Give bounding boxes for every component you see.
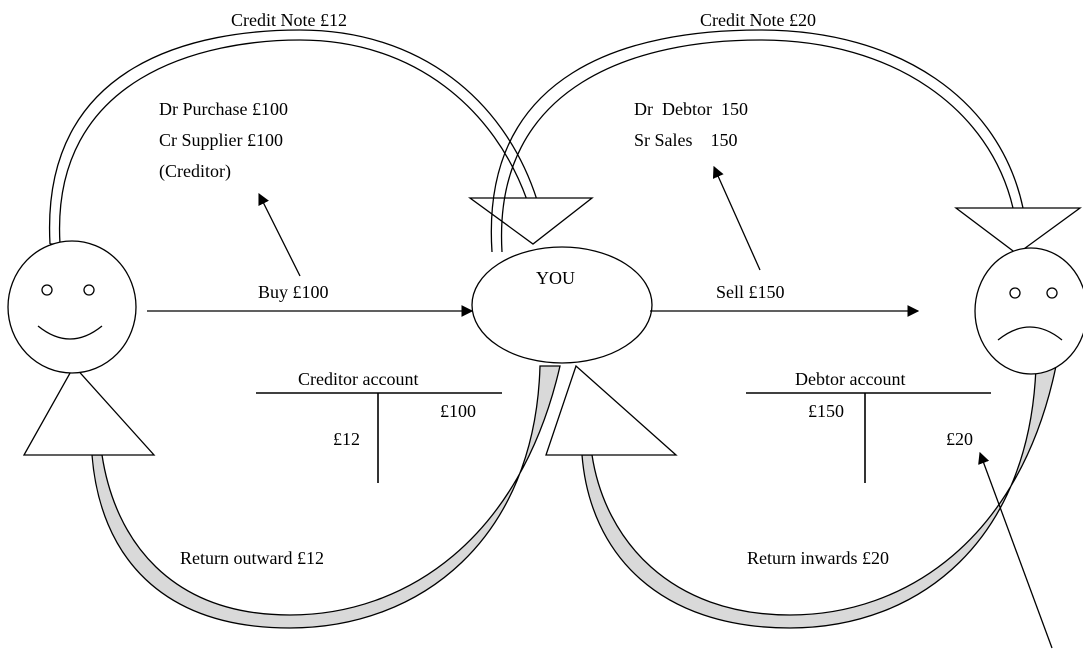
pointer-arrow-sales: [712, 165, 761, 271]
creditor-account-title: Creditor account: [298, 369, 419, 389]
credit-note-arc-left: [49, 29, 538, 245]
you-label: YOU: [536, 268, 575, 288]
debtor-account-title: Debtor account: [795, 369, 906, 389]
entry-left-line1: Dr Purchase £100: [159, 99, 288, 119]
entry-right-line2: Sr Sales 150: [634, 130, 738, 150]
creditor-t-account: [256, 392, 502, 483]
return-inwards-label: Return inwards £20: [747, 548, 889, 568]
entry-right-line1: Dr Debtor 150: [634, 99, 748, 119]
creditor-account-credit: £100: [440, 401, 476, 421]
arrowhead-down-left: [468, 197, 594, 245]
arrowhead-up-right: [545, 364, 678, 456]
buy-label: Buy £100: [258, 282, 329, 302]
debtor-account-credit: £20: [946, 429, 973, 449]
debtor-account-debit: £150: [808, 401, 844, 421]
credit-note-right-label: Credit Note £20: [700, 10, 816, 30]
arrowhead-down-right: [954, 207, 1082, 255]
pointer-arrow-debtor-credit: [978, 451, 1053, 649]
entry-left-line3: (Creditor): [159, 161, 231, 181]
customer-sad-face: [974, 247, 1083, 375]
debtor-t-account: [746, 392, 991, 483]
return-outward-arc: [91, 365, 561, 629]
return-outward-label: Return outward £12: [180, 548, 324, 568]
you-ellipse: [471, 246, 653, 364]
credit-note-arc-right: [490, 29, 1024, 253]
credit-note-left-label: Credit Note £12: [231, 10, 347, 30]
arrowhead-up-left: [22, 364, 156, 456]
sell-label: Sell £150: [716, 282, 785, 302]
entry-left-line2: Cr Supplier £100: [159, 130, 283, 150]
creditor-account-debit: £12: [333, 429, 360, 449]
supplier-happy-face: [7, 240, 137, 374]
pointer-arrow-purchase: [258, 192, 301, 277]
